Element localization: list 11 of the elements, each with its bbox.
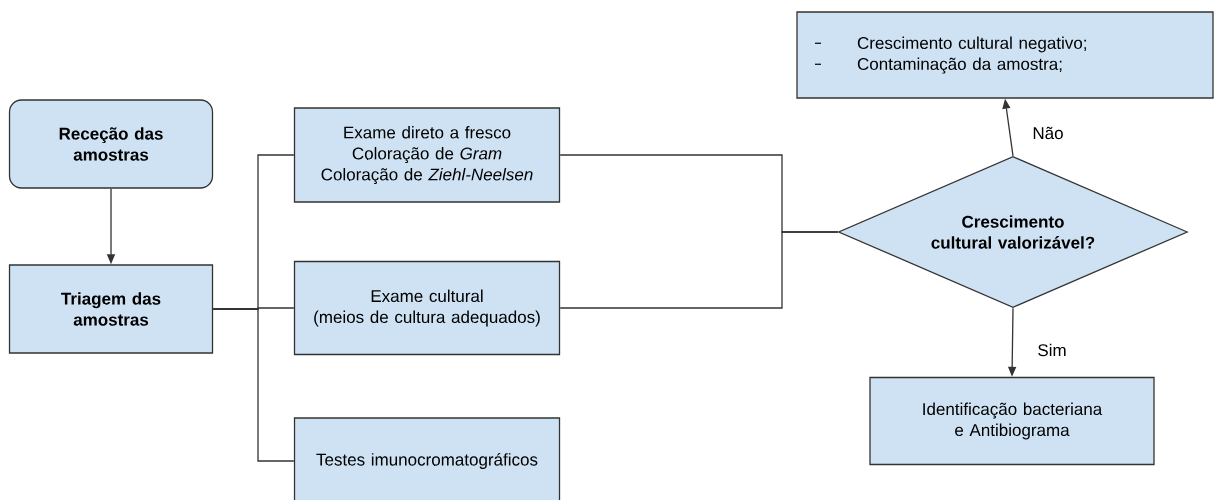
result-box: Identificação bacteriana e Antibiograma [869,376,1155,466]
connector-line [559,231,839,309]
process-box: Triagem das amostras [8,264,214,354]
edge-label: Sim [1036,342,1068,358]
connector-line [212,308,295,462]
process-box: Exame cultural (meios de cultura adequados) [293,260,561,356]
process-box: Testes imunocromatográficos [293,417,561,500]
process-box: Exame direto a fresco Coloração de Gram Coloração de Ziehl-Neelsen [293,107,561,203]
start-box: Receção das amostras [8,99,214,189]
result-box: Crescimento cultural negativo; Contaminação da amostra; [796,11,1214,99]
edge-label: Não [1031,125,1065,141]
